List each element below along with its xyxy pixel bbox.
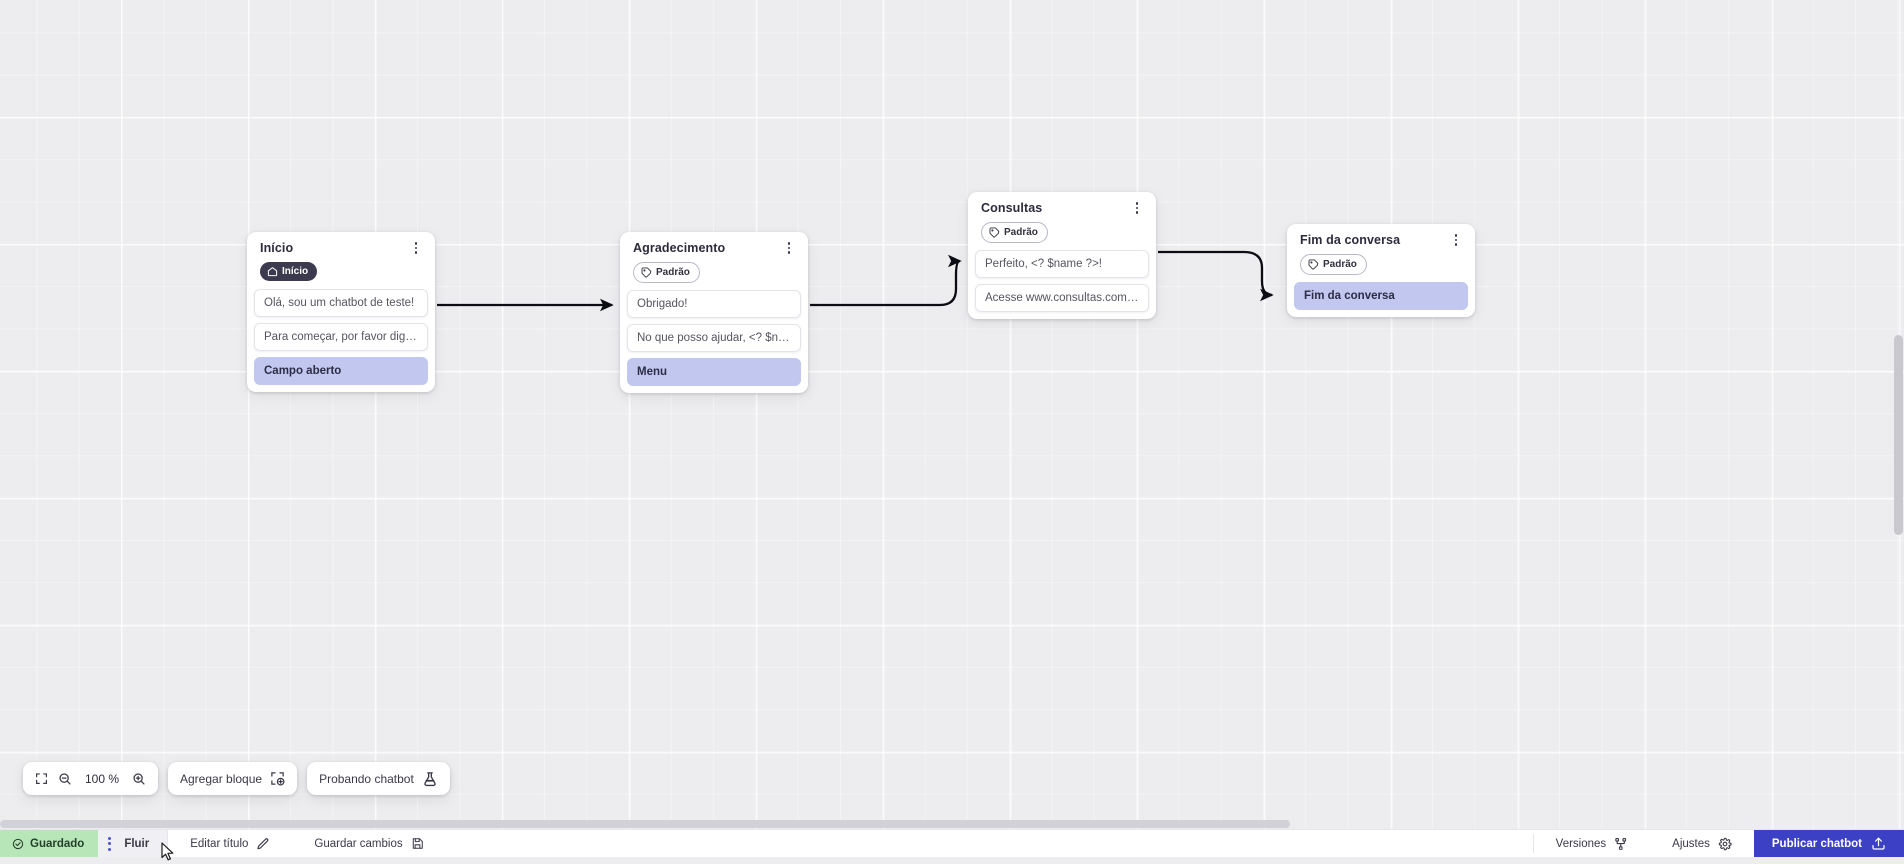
node-badge-pattern[interactable]: Padrão <box>981 222 1048 243</box>
versions-button[interactable]: Versiones <box>1534 830 1651 857</box>
node-header: Início <box>247 241 435 256</box>
node-badge-label: Início <box>282 267 308 277</box>
test-chatbot-group[interactable]: Probando chatbot <box>307 762 450 795</box>
saved-label: Guardado <box>30 838 84 850</box>
publish-chatbot-button[interactable]: Publicar chatbot <box>1754 830 1904 857</box>
pencil-icon <box>256 837 270 851</box>
node-row-message[interactable]: Olá, sou um chatbot de teste! <box>254 289 428 317</box>
zoom-in-icon[interactable] <box>132 772 146 786</box>
node-title: Consultas <box>981 201 1042 216</box>
horizontal-scrollbar[interactable] <box>0 820 1904 829</box>
node-badge-row: Padrão <box>968 216 1156 250</box>
add-block-label: Agregar bloque <box>180 772 262 786</box>
node-badge-row: Início <box>247 256 435 289</box>
fit-screen-icon[interactable] <box>35 772 48 785</box>
node-badge-start[interactable]: Início <box>260 262 317 281</box>
test-chatbot-label: Probando chatbot <box>319 772 414 786</box>
flow-node-fim-da-conversa[interactable]: Fim da conversa Padrão Fim da conversa <box>1287 224 1475 317</box>
floppy-disk-icon <box>411 837 424 850</box>
zoom-out-icon[interactable] <box>58 772 72 786</box>
horizontal-scrollbar-thumb[interactable] <box>0 820 1290 828</box>
node-badge-pattern[interactable]: Padrão <box>1300 254 1367 275</box>
versions-label: Versiones <box>1556 838 1607 850</box>
add-block-button[interactable]: Agregar bloque <box>180 771 285 786</box>
node-title: Início <box>260 241 293 256</box>
flow-canvas[interactable]: Início Início Olá, sou um chatbot de tes… <box>0 0 1904 829</box>
branch-icon <box>1614 837 1628 851</box>
node-badge-row: Padrão <box>1287 248 1475 282</box>
edit-title-label: Editar título <box>190 838 248 850</box>
node-badge-pattern[interactable]: Padrão <box>633 262 700 283</box>
settings-button[interactable]: Ajustes <box>1650 830 1754 857</box>
tab-flow-label: Fluir <box>124 838 149 850</box>
node-row-message[interactable]: Para começar, por favor digite o ... <box>254 323 428 351</box>
mouse-cursor <box>161 842 177 864</box>
node-badge-label: Padrão <box>656 268 690 278</box>
node-row-message[interactable]: Obrigado! <box>627 290 801 318</box>
tag-icon <box>1308 259 1319 270</box>
settings-label: Ajustes <box>1672 838 1710 850</box>
node-badge-row: Padrão <box>620 256 808 290</box>
node-row-message[interactable]: No que posso ajudar, <? $name ... <box>627 324 801 352</box>
node-rows: Perfeito, <? $name ?>! Acesse www.consul… <box>968 250 1156 312</box>
publish-label: Publicar chatbot <box>1772 838 1862 850</box>
tag-icon <box>989 227 1000 238</box>
node-rows: Fim da conversa <box>1287 282 1475 310</box>
node-badge-label: Padrão <box>1323 260 1357 270</box>
kebab-menu-icon[interactable] <box>1130 200 1144 216</box>
status-badge-saved: Guardado <box>0 830 98 857</box>
zoom-controls: 100 % <box>23 762 158 795</box>
node-header: Consultas <box>968 201 1156 216</box>
kebab-menu-icon[interactable] <box>1449 232 1463 248</box>
canvas-toolbar: 100 % Agregar bloque Prob <box>23 762 450 795</box>
connector-agradecimento-to-consultas <box>810 261 960 305</box>
vertical-scrollbar-thumb[interactable] <box>1894 335 1903 535</box>
flask-icon <box>422 771 438 787</box>
add-block-icon <box>270 771 285 786</box>
kebab-menu-icon[interactable] <box>782 240 796 256</box>
tab-flow[interactable]: Fluir <box>98 830 168 857</box>
save-changes-button[interactable]: Guardar cambios <box>292 830 445 857</box>
node-row-message[interactable]: Perfeito, <? $name ?>! <box>975 250 1149 278</box>
tag-icon <box>641 267 652 278</box>
edit-title-button[interactable]: Editar título <box>168 830 292 857</box>
gear-icon <box>1718 837 1732 851</box>
connector-consultas-to-fim <box>1158 252 1272 295</box>
zoom-level-label: 100 % <box>82 772 122 786</box>
node-rows: Obrigado! No que posso ajudar, <? $name … <box>620 290 808 386</box>
kebab-menu-icon[interactable] <box>409 240 423 256</box>
save-changes-label: Guardar cambios <box>314 838 402 850</box>
upload-icon <box>1871 836 1886 851</box>
status-bar-right: Versiones Ajustes Publicar chatbot <box>1533 830 1904 857</box>
node-row-highlight[interactable]: Campo aberto <box>254 357 428 385</box>
vertical-scrollbar[interactable] <box>1894 0 1903 829</box>
node-row-highlight[interactable]: Fim da conversa <box>1294 282 1468 310</box>
check-circle-icon <box>12 838 24 850</box>
bottom-status-bar: Guardado Fluir Editar título Guardar cam… <box>0 829 1904 857</box>
connector-layer <box>0 0 1904 829</box>
node-rows: Olá, sou um chatbot de teste! Para começ… <box>247 289 435 385</box>
node-title: Agradecimento <box>633 241 725 256</box>
node-title: Fim da conversa <box>1300 233 1400 248</box>
node-header: Fim da conversa <box>1287 233 1475 248</box>
home-icon <box>267 266 278 277</box>
node-badge-label: Padrão <box>1004 228 1038 238</box>
node-header: Agradecimento <box>620 241 808 256</box>
flow-node-consultas[interactable]: Consultas Padrão Perfeito, <? $name ?>! … <box>968 192 1156 319</box>
add-block-group[interactable]: Agregar bloque <box>168 762 297 795</box>
flow-node-agradecimento[interactable]: Agradecimento Padrão Obrigado! No que po… <box>620 232 808 393</box>
drag-dots-icon[interactable] <box>108 837 111 851</box>
test-chatbot-button[interactable]: Probando chatbot <box>319 771 438 787</box>
node-row-message[interactable]: Acesse www.consultas.com par... <box>975 284 1149 312</box>
flow-node-inicio[interactable]: Início Início Olá, sou um chatbot de tes… <box>247 232 435 392</box>
node-row-highlight[interactable]: Menu <box>627 358 801 386</box>
